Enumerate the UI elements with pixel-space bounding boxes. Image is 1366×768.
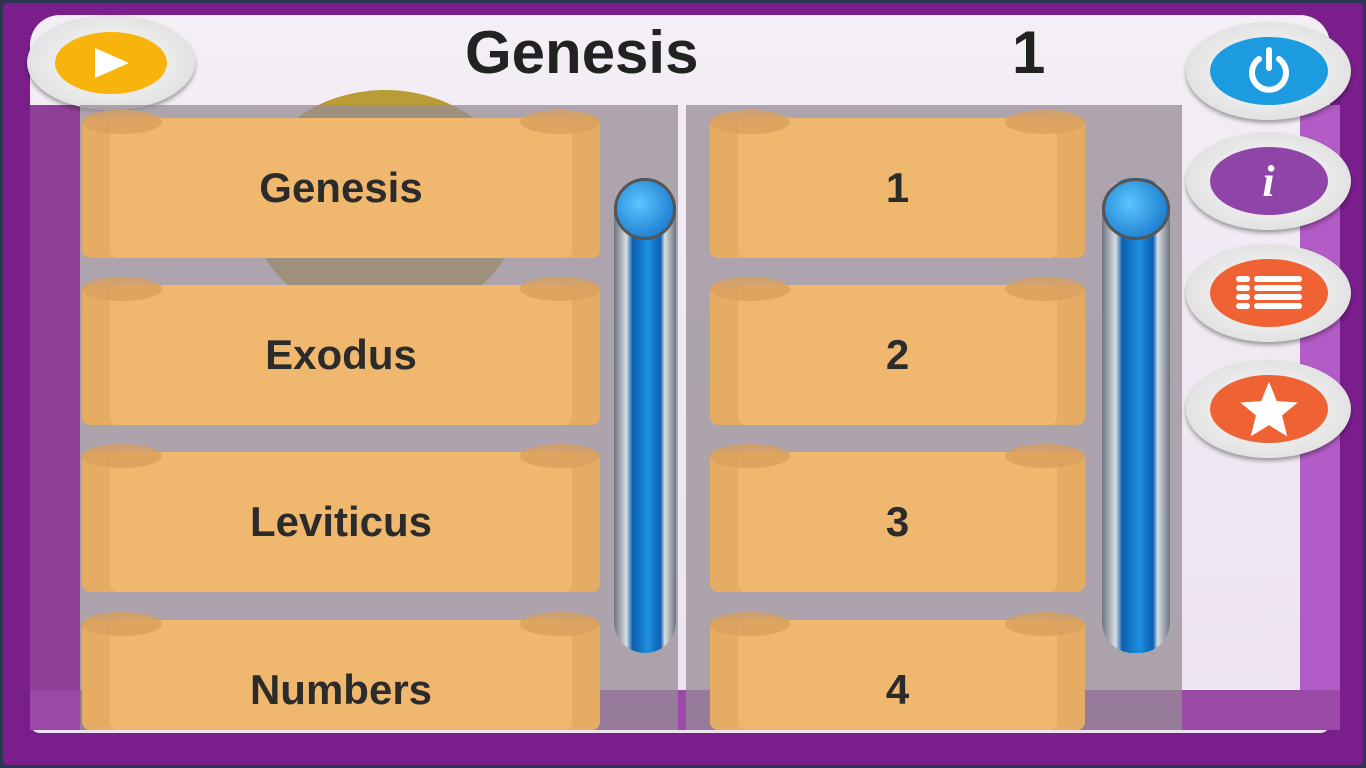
info-button[interactable]: i xyxy=(1186,132,1351,230)
chapter-item[interactable]: 4 xyxy=(710,612,1085,730)
selected-chapter-number: 1 xyxy=(1012,19,1046,86)
scrollbar-thumb[interactable] xyxy=(614,178,676,240)
power-button[interactable] xyxy=(1186,22,1351,120)
scrollbar-thumb[interactable] xyxy=(1102,178,1170,240)
book-item[interactable]: Leviticus xyxy=(82,444,600,592)
star-icon xyxy=(1209,375,1328,443)
chapter-list-scrollbar[interactable] xyxy=(1102,178,1170,653)
play-icon xyxy=(55,31,167,94)
book-list-scrollbar[interactable] xyxy=(614,178,676,653)
chapter-item[interactable]: 3 xyxy=(710,444,1085,592)
book-item[interactable]: Exodus xyxy=(82,277,600,425)
chapter-item[interactable]: 2 xyxy=(710,277,1085,425)
book-item[interactable]: Genesis xyxy=(82,110,600,258)
info-icon: i xyxy=(1209,147,1328,215)
chapter-item[interactable]: 1 xyxy=(710,110,1085,258)
favorite-button[interactable] xyxy=(1186,360,1351,458)
decor xyxy=(30,105,80,730)
power-icon xyxy=(1209,37,1328,105)
selected-book-title: Genesis xyxy=(465,19,699,86)
book-item[interactable]: Numbers xyxy=(82,612,600,730)
play-button[interactable] xyxy=(27,15,195,110)
list-icon xyxy=(1209,259,1328,327)
list-button[interactable] xyxy=(1186,244,1351,342)
